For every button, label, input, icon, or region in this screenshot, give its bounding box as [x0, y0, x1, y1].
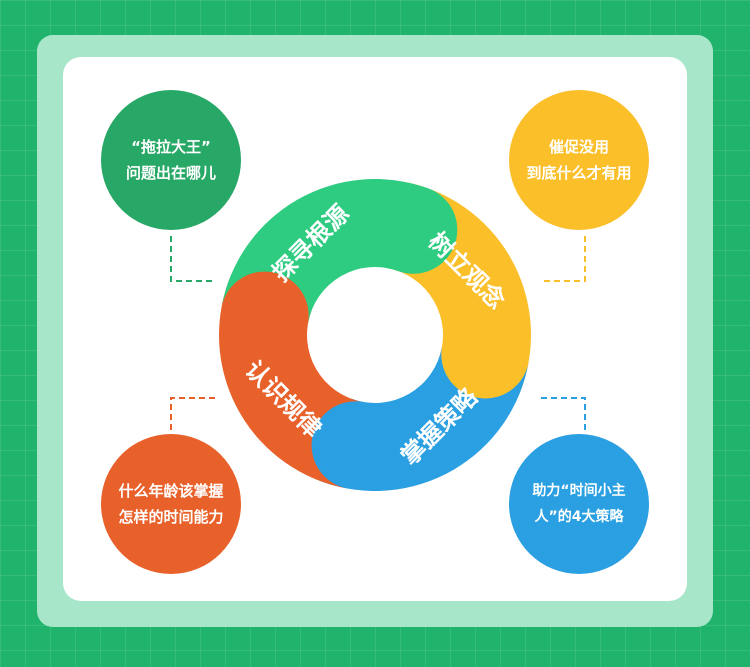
topic-circle-top-right: 催促没用 到底什么才有用: [509, 90, 649, 230]
topic-circle-bottom-left: 什么年龄该掌握 怎样的时间能力: [101, 434, 241, 574]
topic-text-line: “拖拉大王”: [131, 138, 211, 156]
topic-text-line: 人”的4大策略: [534, 509, 624, 525]
connector-bottom-left: [170, 397, 216, 430]
topic-text-line: 催促没用: [548, 138, 609, 156]
topic-circle-bottom-right: 助力“时间小主 人”的4大策略: [509, 434, 649, 574]
ring-segments: [218, 179, 531, 491]
topic-text-line: 什么年龄该掌握: [118, 482, 224, 500]
topic-text-line: 到底什么才有用: [526, 164, 632, 182]
ring-segment-root: [221, 179, 458, 324]
ring-segment-pattern: [218, 252, 364, 489]
topic-circle-top-left: “拖拉大王” 问题出在哪儿: [101, 90, 241, 230]
connector-bottom-right: [540, 397, 586, 430]
topic-text-line: 怎样的时间能力: [118, 508, 224, 526]
ring-segment-strategy: [292, 346, 529, 491]
topic-text-line: 助力“时间小主: [532, 483, 626, 499]
topic-text-line: 问题出在哪儿: [125, 164, 216, 182]
connector-top-left: [170, 236, 216, 282]
connector-top-right: [540, 236, 586, 282]
ring-segment-concept: [386, 181, 531, 418]
